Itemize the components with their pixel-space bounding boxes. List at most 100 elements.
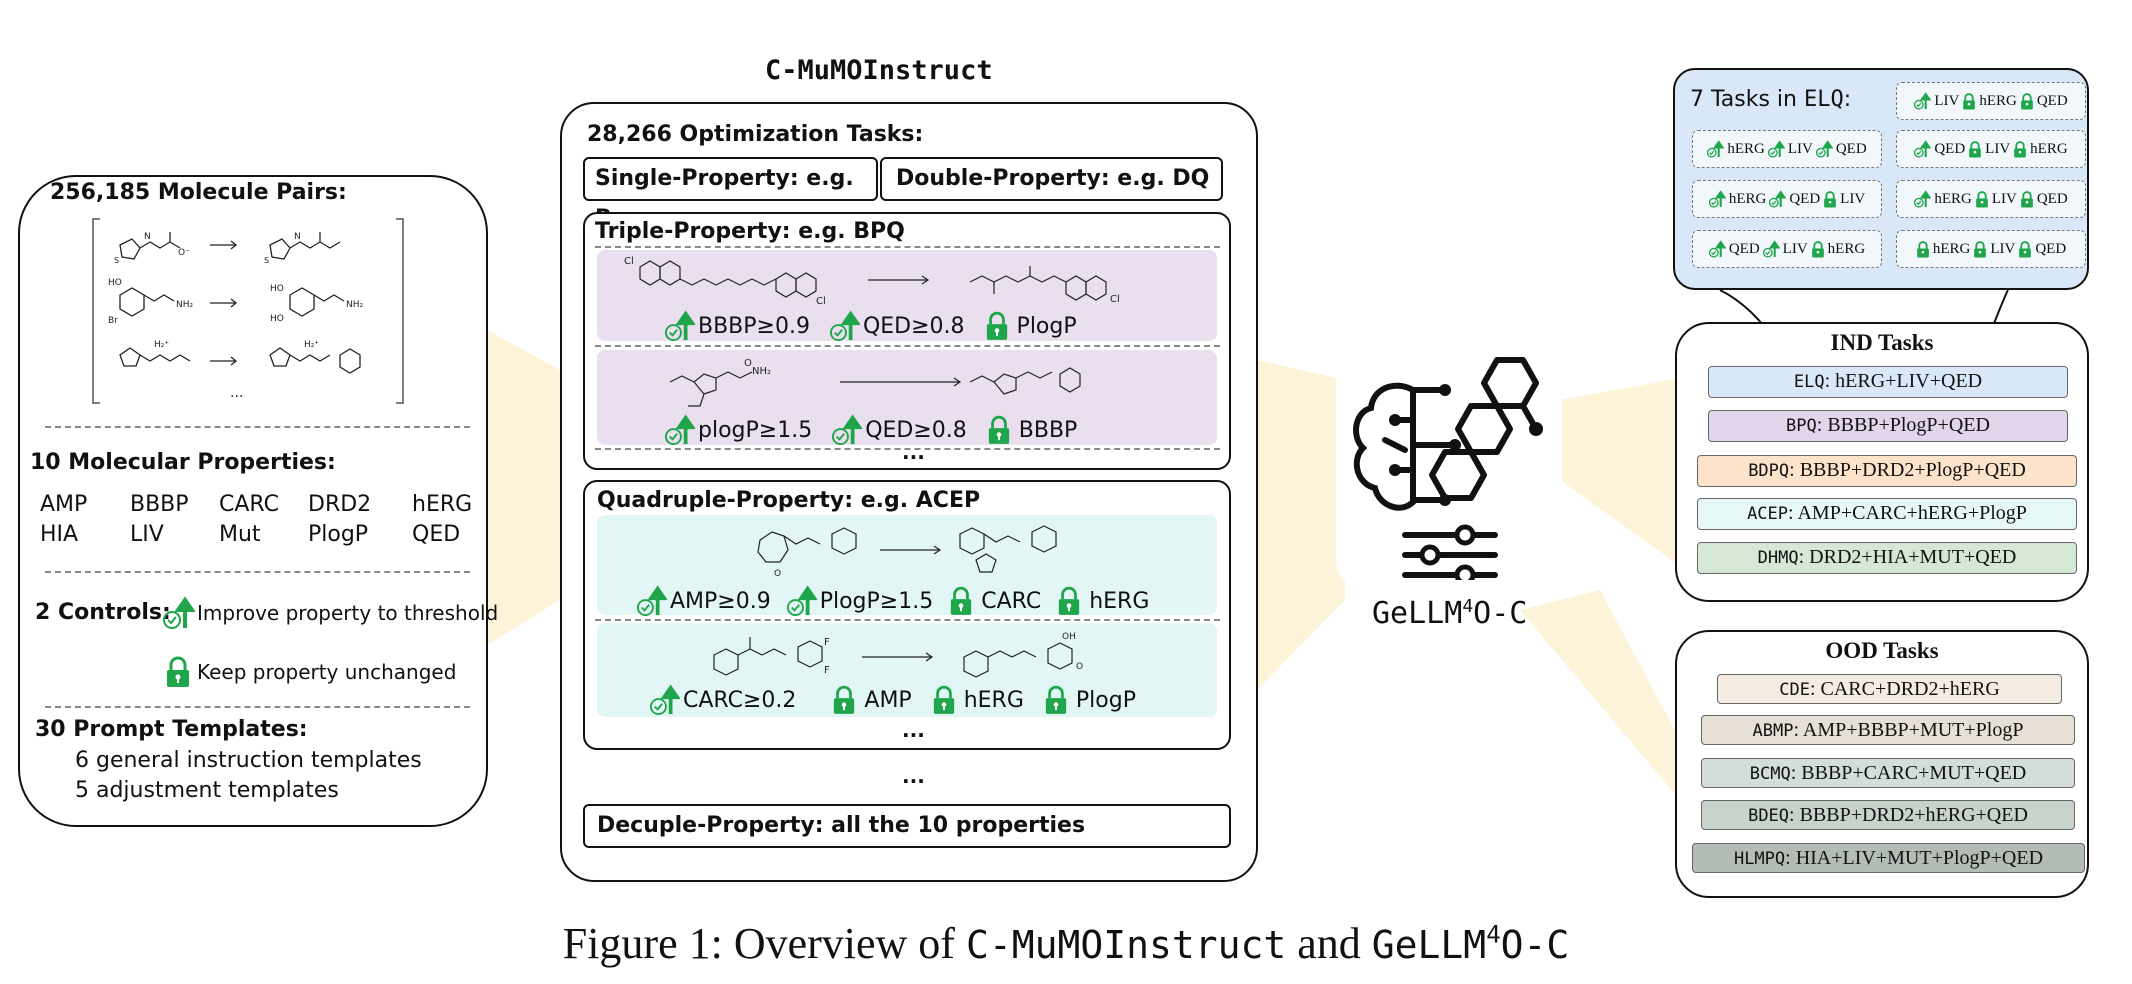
lock-icon <box>1045 685 1067 714</box>
improve-icon <box>665 310 695 341</box>
elq-task-property: LIV <box>1985 140 2011 157</box>
svg-text:NH₂: NH₂ <box>752 366 771 377</box>
quad-2-cond-2: AMP <box>832 685 912 715</box>
triple-example-1 <box>597 250 1217 341</box>
beam-middle-to-model <box>1257 360 1345 690</box>
ind-task-bdpq: BDPQ: BBBP+DRD2+PlogP+QED <box>1697 455 2077 487</box>
triple-divider-bottom <box>595 448 1220 450</box>
ind-task-elq: ELQ: hERG+LIV+QED <box>1708 366 2068 398</box>
quad-2-cond-3: hERG <box>932 685 1024 715</box>
beam-model-to-ood <box>1520 590 1680 800</box>
molecule-pairs-ellipsis: ... <box>230 385 243 401</box>
property-liv: LIV <box>130 522 164 547</box>
lock-icon <box>2018 240 2032 258</box>
property-qed: QED <box>412 522 461 547</box>
ind-tasks-title: IND Tasks <box>1830 330 1934 355</box>
svg-text:NH₂: NH₂ <box>346 300 364 310</box>
property-drd2: DRD2 <box>308 492 372 517</box>
svg-text:Cl: Cl <box>1110 294 1120 305</box>
property-hia: HIA <box>40 522 79 547</box>
quadruple-example-1-molecules: O <box>757 525 1057 579</box>
ood-task-abmp: ABMP: AMP+BBBP+MUT+PlogP <box>1701 715 2075 745</box>
improve-label: Improve property to threshold <box>197 601 499 625</box>
quad-1-cond-4: hERG <box>1057 586 1149 616</box>
triple-2-cond-3: BBBP <box>987 415 1077 445</box>
elq-task-property: hERG <box>1932 240 1971 257</box>
triple-property-title: Triple-Property: e.g. BPQ <box>595 219 905 244</box>
improve-icon <box>829 310 860 341</box>
lock-icon <box>1973 240 1987 258</box>
elq-task-property: hERG <box>1728 190 1767 207</box>
triple-2-cond-2: QED≥0.8 <box>832 414 967 446</box>
divider-2 <box>45 571 470 573</box>
figure-caption: Figure 1: Overview of C-MuMOInstruct and… <box>562 919 1570 968</box>
svg-text:O: O <box>774 569 781 579</box>
property-amp: AMP <box>40 492 88 517</box>
keep-control: Keep property unchanged <box>165 656 456 688</box>
improve-icon <box>1708 240 1726 258</box>
lock-icon <box>2013 140 2027 158</box>
svg-text:Br: Br <box>108 316 118 326</box>
more-tasks: ... <box>902 764 925 788</box>
improve-icon <box>1914 140 1932 158</box>
quadruple-example-2 <box>597 623 1217 717</box>
decuple-property-box: Decuple-Property: all the 10 properties <box>583 804 1231 848</box>
triple-1-cond-1: BBBP≥0.9 <box>665 310 810 342</box>
property-herg: hERG <box>412 492 473 517</box>
lock-icon <box>1968 140 1982 158</box>
template-general: 6 general instruction templates <box>75 748 422 773</box>
lock-icon <box>1823 190 1837 208</box>
quad-2-cond-4: PlogP <box>1044 685 1136 715</box>
elq-task-property: hERG <box>1934 190 1972 207</box>
svg-text:NH₂: NH₂ <box>176 300 194 310</box>
tasks-title: 28,266 Optimization Tasks: <box>587 122 924 147</box>
molecule-pairs-title: 256,185 Molecule Pairs: <box>50 180 347 205</box>
lock-icon <box>1916 240 1930 258</box>
controls-title: 2 Controls: <box>35 600 171 625</box>
double-property-box: Double-Property: e.g. DQ <box>880 157 1223 201</box>
brain-molecule-icon <box>1353 357 1543 580</box>
svg-text:HO: HO <box>108 278 122 288</box>
svg-text:Cl: Cl <box>816 296 826 307</box>
elq-task-property: hERG <box>1827 240 1866 257</box>
divider-3 <box>45 706 470 708</box>
improve-icon <box>832 414 863 445</box>
svg-text:O: O <box>1076 662 1083 672</box>
triple-divider-mid <box>595 345 1220 347</box>
triple-example-1-conditions: BBBP≥0.9 QED≥0.8 PlogP <box>665 310 1077 342</box>
elq-task-property: hERG <box>1979 92 2017 109</box>
improve-icon <box>1914 92 1932 110</box>
quad-2-cond-1: CARC≥0.2 <box>650 684 796 716</box>
ood-task-bcmq: BCMQ: BBBP+CARC+MUT+QED <box>1701 758 2075 788</box>
property-bbbp: BBBP <box>130 492 189 517</box>
quadruple-more: ... <box>902 718 925 742</box>
molecule-pair-2 <box>119 287 345 317</box>
triple-1-cond-3: PlogP <box>985 311 1077 341</box>
molecule-pair-1 <box>119 232 341 260</box>
quad-1-cond-3: CARC <box>949 586 1041 616</box>
improve-icon <box>1762 240 1780 258</box>
improve-control: Improve property to threshold <box>163 596 498 630</box>
ind-task-bpq: BPQ: BBBP+PlogP+QED <box>1708 410 2068 442</box>
lock-icon <box>951 586 972 615</box>
triple-2-cond-1: plogP≥1.5 <box>665 414 812 446</box>
ood-tasks-title: OOD Tasks <box>1825 638 1939 663</box>
improve-icon <box>1815 140 1833 158</box>
elq-task-property: hERG <box>1727 140 1765 157</box>
quadruple-example-2-molecules: FF OHO <box>713 632 1083 678</box>
properties-title: 10 Molecular Properties: <box>30 450 336 475</box>
property-plogp: PlogP <box>308 522 369 547</box>
svg-text:N: N <box>294 232 301 242</box>
svg-text:HO: HO <box>270 284 284 294</box>
quad-1-cond-2: PlogP≥1.5 <box>786 585 933 617</box>
lock-icon <box>933 685 954 714</box>
triple-example-2 <box>597 350 1217 445</box>
triple-divider-top <box>595 246 1220 248</box>
beam-left-to-middle <box>487 330 560 645</box>
